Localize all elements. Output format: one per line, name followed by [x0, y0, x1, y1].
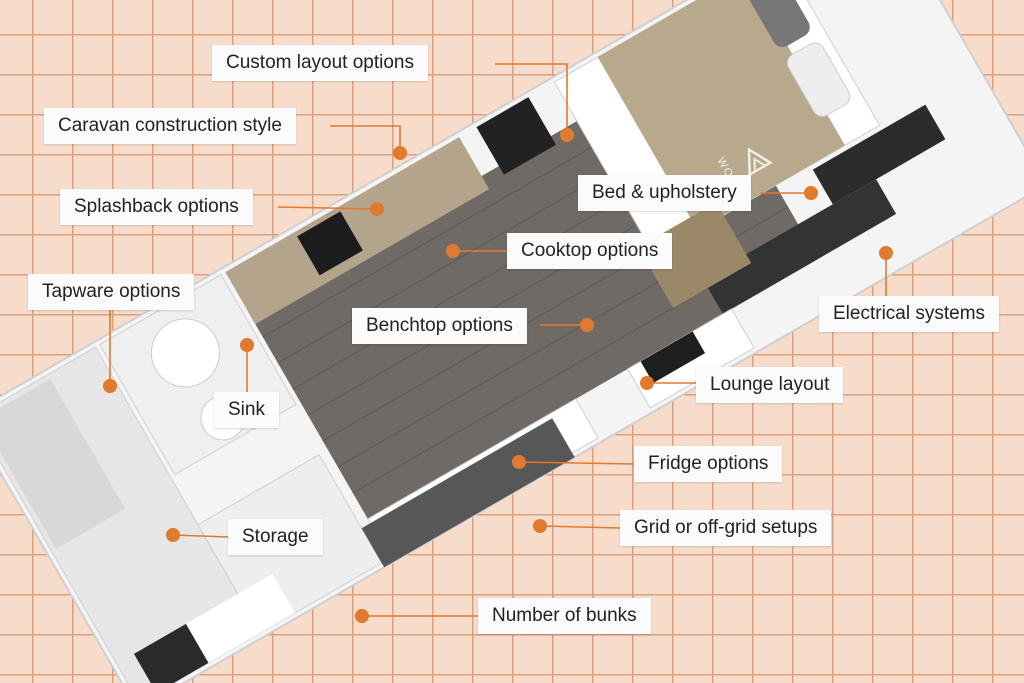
label-lounge-layout: Lounge layout	[696, 367, 844, 403]
label-electrical-systems: Electrical systems	[819, 296, 1000, 332]
dot-benchtop-options	[580, 318, 594, 332]
dot-fridge-options	[512, 455, 526, 469]
dot-cooktop-options	[446, 244, 460, 258]
dot-number-of-bunks	[355, 609, 369, 623]
label-storage: Storage	[228, 519, 323, 555]
label-benchtop-options: Benchtop options	[352, 308, 527, 344]
label-fridge-options: Fridge options	[634, 446, 783, 482]
dot-splashback-options	[370, 202, 384, 216]
label-splashback-options: Splashback options	[60, 189, 253, 225]
label-tapware-options: Tapware options	[28, 274, 195, 310]
dot-caravan-construction-style	[393, 146, 407, 160]
label-number-of-bunks: Number of bunks	[478, 598, 651, 634]
label-custom-layout-options: Custom layout options	[212, 45, 428, 81]
label-caravan-construction-style: Caravan construction style	[44, 108, 296, 144]
callout-leaders	[109, 63, 887, 617]
dot-bed-upholstery	[804, 186, 818, 200]
label-grid-off-grid-setups: Grid or off-grid setups	[620, 510, 832, 546]
dot-sink	[240, 338, 254, 352]
callout-dots	[103, 128, 893, 623]
wonder-logo-icon	[747, 147, 773, 177]
dot-storage	[166, 528, 180, 542]
dot-tapware-options	[103, 379, 117, 393]
dot-custom-layout-options	[560, 128, 574, 142]
label-cooktop-options: Cooktop options	[507, 233, 673, 269]
leader-custom-layout-options	[495, 63, 568, 135]
leader-grid-off-grid-setups	[539, 525, 621, 529]
leader-caravan-construction-style	[330, 125, 401, 153]
dot-electrical-systems	[879, 246, 893, 260]
label-bed-upholstery: Bed & upholstery	[578, 175, 751, 211]
leader-storage	[172, 534, 229, 538]
leader-splashback-options	[277, 206, 378, 210]
label-sink: Sink	[214, 392, 279, 428]
dot-lounge-layout	[640, 376, 654, 390]
dot-grid-off-grid-setups	[533, 519, 547, 533]
leader-fridge-options	[518, 461, 635, 465]
